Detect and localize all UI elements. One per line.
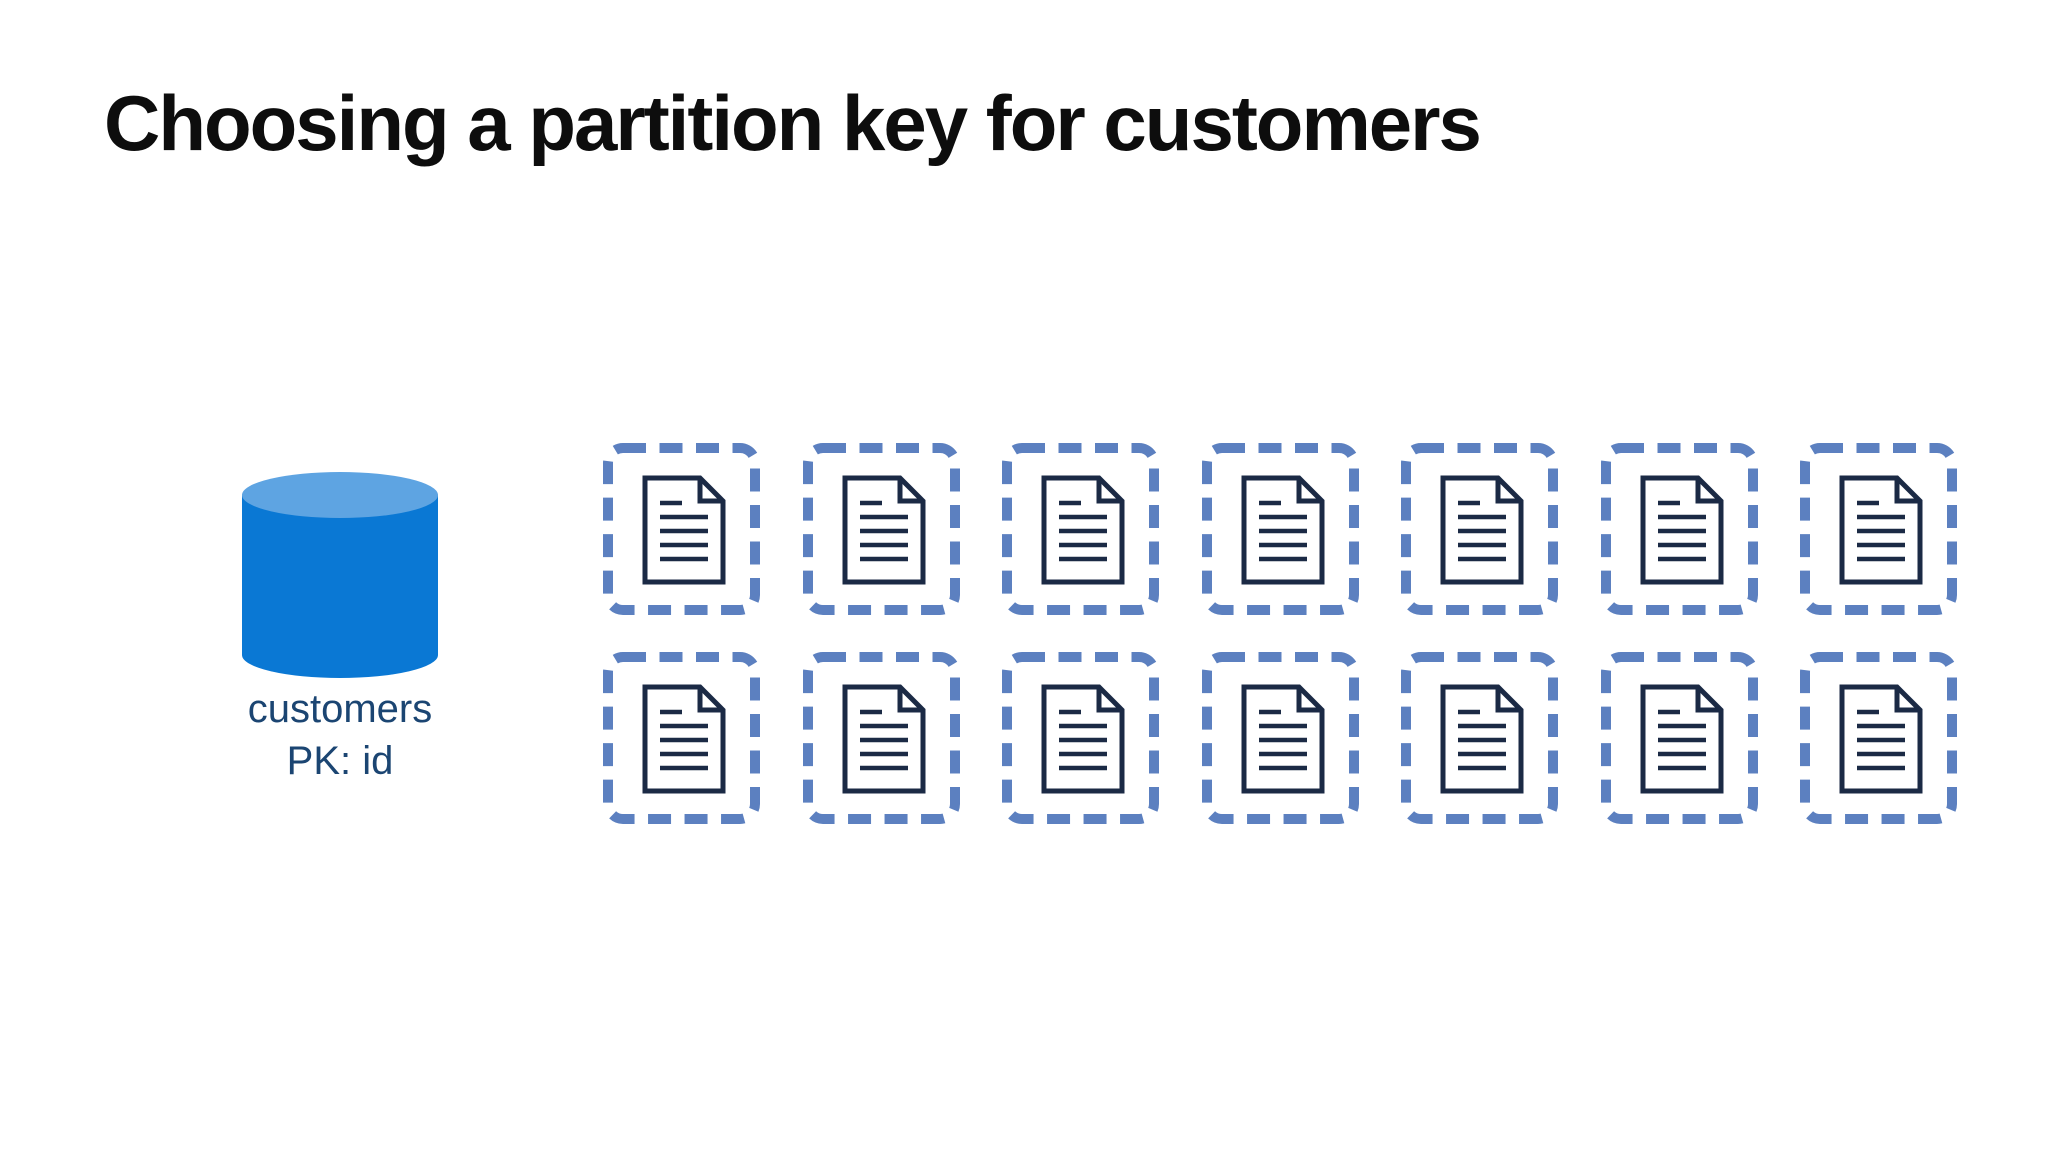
document-icon xyxy=(1241,684,1324,794)
partition-box xyxy=(1800,443,1957,615)
document-icon xyxy=(1041,684,1125,794)
partition-grid xyxy=(603,443,1957,824)
document-icon xyxy=(642,475,726,585)
partition-dashed-box xyxy=(802,652,960,824)
document-icon xyxy=(642,684,726,794)
partition-dashed-box xyxy=(1401,443,1558,615)
partition-box xyxy=(1201,652,1359,824)
partition-box xyxy=(802,652,960,824)
partition-box xyxy=(603,443,760,615)
database-group: customers PK: id xyxy=(190,472,490,784)
document-icon xyxy=(842,475,925,585)
partition-box xyxy=(1600,652,1758,824)
document-icon xyxy=(1839,475,1923,585)
document-icon xyxy=(1839,684,1923,794)
partition-dashed-box xyxy=(1002,443,1159,615)
document-icon xyxy=(842,684,925,794)
database-partition-key-label: PK: id xyxy=(286,739,394,783)
partition-box xyxy=(1600,443,1758,615)
document-icon xyxy=(1640,684,1723,794)
partition-dashed-box xyxy=(1800,652,1957,824)
partition-dashed-box xyxy=(603,652,760,824)
partition-box xyxy=(603,652,760,824)
document-icon xyxy=(1241,475,1324,585)
database-label: customers xyxy=(247,687,433,731)
partition-dashed-box xyxy=(1800,443,1957,615)
document-icon xyxy=(1041,475,1125,585)
slide-title: Choosing a partition key for customers xyxy=(104,79,1482,167)
partition-dashed-box xyxy=(1600,652,1758,824)
partition-dashed-box xyxy=(603,443,760,615)
document-icon xyxy=(1640,475,1723,585)
partition-dashed-box xyxy=(1002,652,1159,824)
document-icon xyxy=(1440,475,1524,585)
partition-box xyxy=(1800,652,1957,824)
partition-dashed-box xyxy=(802,443,960,615)
partition-dashed-box xyxy=(1201,443,1359,615)
partition-dashed-box xyxy=(1201,652,1359,824)
partition-box xyxy=(1002,652,1159,824)
database-cylinder-icon xyxy=(242,472,438,678)
partition-box xyxy=(1201,443,1359,615)
partition-dashed-box xyxy=(1600,443,1758,615)
partition-box xyxy=(1401,652,1558,824)
partition-box xyxy=(802,443,960,615)
partition-box xyxy=(1002,443,1159,615)
partition-dashed-box xyxy=(1401,652,1558,824)
document-icon xyxy=(1440,684,1524,794)
partition-box xyxy=(1401,443,1558,615)
